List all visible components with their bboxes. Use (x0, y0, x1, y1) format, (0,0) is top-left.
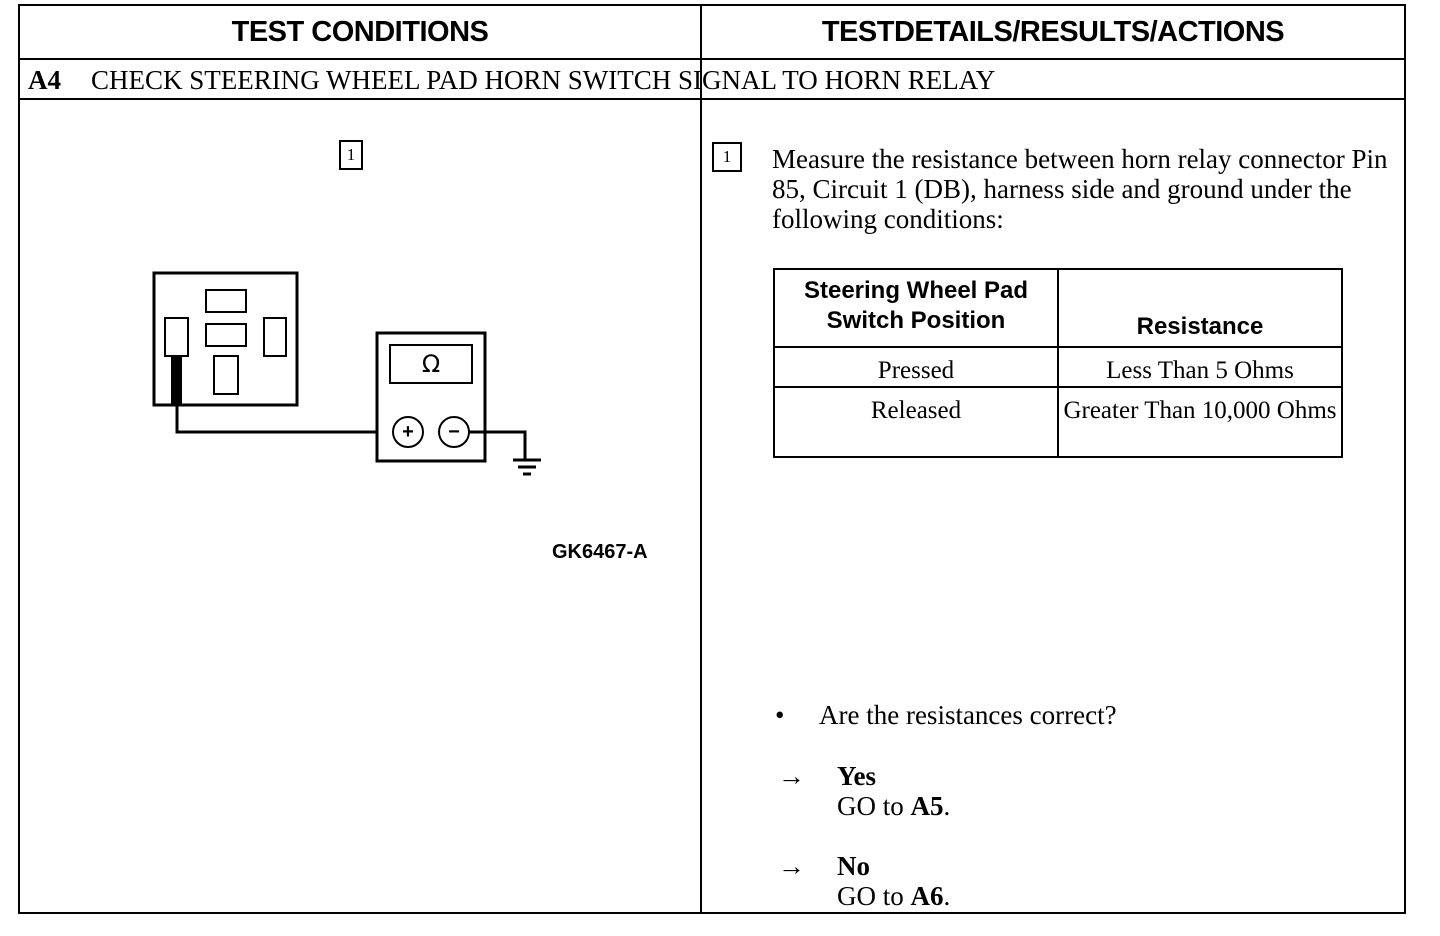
connector-cavity-bottom (213, 355, 239, 395)
ohmmeter-body (375, 331, 487, 463)
connector-housing (152, 271, 299, 407)
table-row: Released Greater Than 10,000 Ohms (773, 386, 1343, 458)
figure-id: GK6467-A (552, 541, 648, 563)
test-lead-positive (175, 404, 378, 434)
table-cell-resistance: Less Than 5 Ohms (1057, 346, 1343, 388)
choice-no: → No GO to A6. (778, 851, 950, 911)
plus-symbol: + (402, 420, 414, 443)
ohmmeter-display (389, 344, 473, 384)
choice-action: GO to A6. (837, 881, 951, 911)
link-step-a5[interactable]: A5 (910, 791, 944, 821)
choice-answer: No (837, 851, 870, 881)
table-row: Pressed Less Than 5 Ohms (773, 346, 1343, 388)
table-header-position: Steering Wheel Pad Switch Position (773, 268, 1059, 348)
table-cell-resistance: Greater Than 10,000 Ohms (1057, 386, 1343, 458)
table-header-row: Steering Wheel Pad Switch Position Resis… (773, 268, 1343, 348)
arrow-icon: → (778, 851, 805, 881)
connector-cavity-middle (205, 323, 247, 347)
column-divider (700, 4, 702, 914)
choice-action: GO to A5. (837, 791, 951, 821)
link-step-a6[interactable]: A6 (910, 881, 944, 911)
probe-tip (171, 356, 182, 404)
page-frame (18, 4, 1406, 914)
ohmmeter-icon (375, 331, 527, 463)
ohmmeter-plus-terminal (392, 416, 424, 448)
choice-yes: → Yes GO to A5. (778, 761, 950, 821)
details-step-marker: 1 (712, 142, 742, 172)
header-divider (18, 58, 1406, 60)
ground-icon (513, 458, 541, 476)
connector-icon (152, 271, 378, 434)
step-title-text: CHECK STEERING WHEEL PAD HORN SWITCH SIG… (91, 64, 996, 95)
instruction-text: Measure the resistance between horn rela… (772, 144, 1388, 234)
header-test-details: TESTDETAILS/RESULTS/ACTIONS (821, 15, 1285, 48)
table-cell-position: Released (773, 386, 1059, 458)
step-id: A4 (28, 64, 61, 95)
choice-answer: Yes (837, 761, 876, 791)
connector-cavity-right (263, 317, 287, 357)
table-cell-position: Pressed (773, 346, 1059, 388)
ohm-symbol: Ω (421, 350, 441, 378)
minus-symbol: − (448, 420, 460, 443)
arrow-icon: → (778, 761, 805, 791)
header-test-conditions: TEST CONDITIONS (231, 15, 489, 48)
test-lead-negative (469, 430, 527, 460)
question: • Are the resistances correct? (775, 700, 1117, 731)
resistance-table: Steering Wheel Pad Switch Position Resis… (773, 268, 1343, 458)
question-bullet: • (775, 700, 785, 730)
connector-cavity-pin85 (164, 317, 189, 357)
question-text: Are the resistances correct? (819, 700, 1117, 730)
step-title: A4 CHECK STEERING WHEEL PAD HORN SWITCH … (28, 62, 995, 98)
table-header-resistance: Resistance (1057, 268, 1343, 348)
diagram-step-marker: 1 (339, 140, 363, 170)
connector-cavity-top (205, 289, 247, 313)
step-title-divider (18, 98, 1406, 100)
